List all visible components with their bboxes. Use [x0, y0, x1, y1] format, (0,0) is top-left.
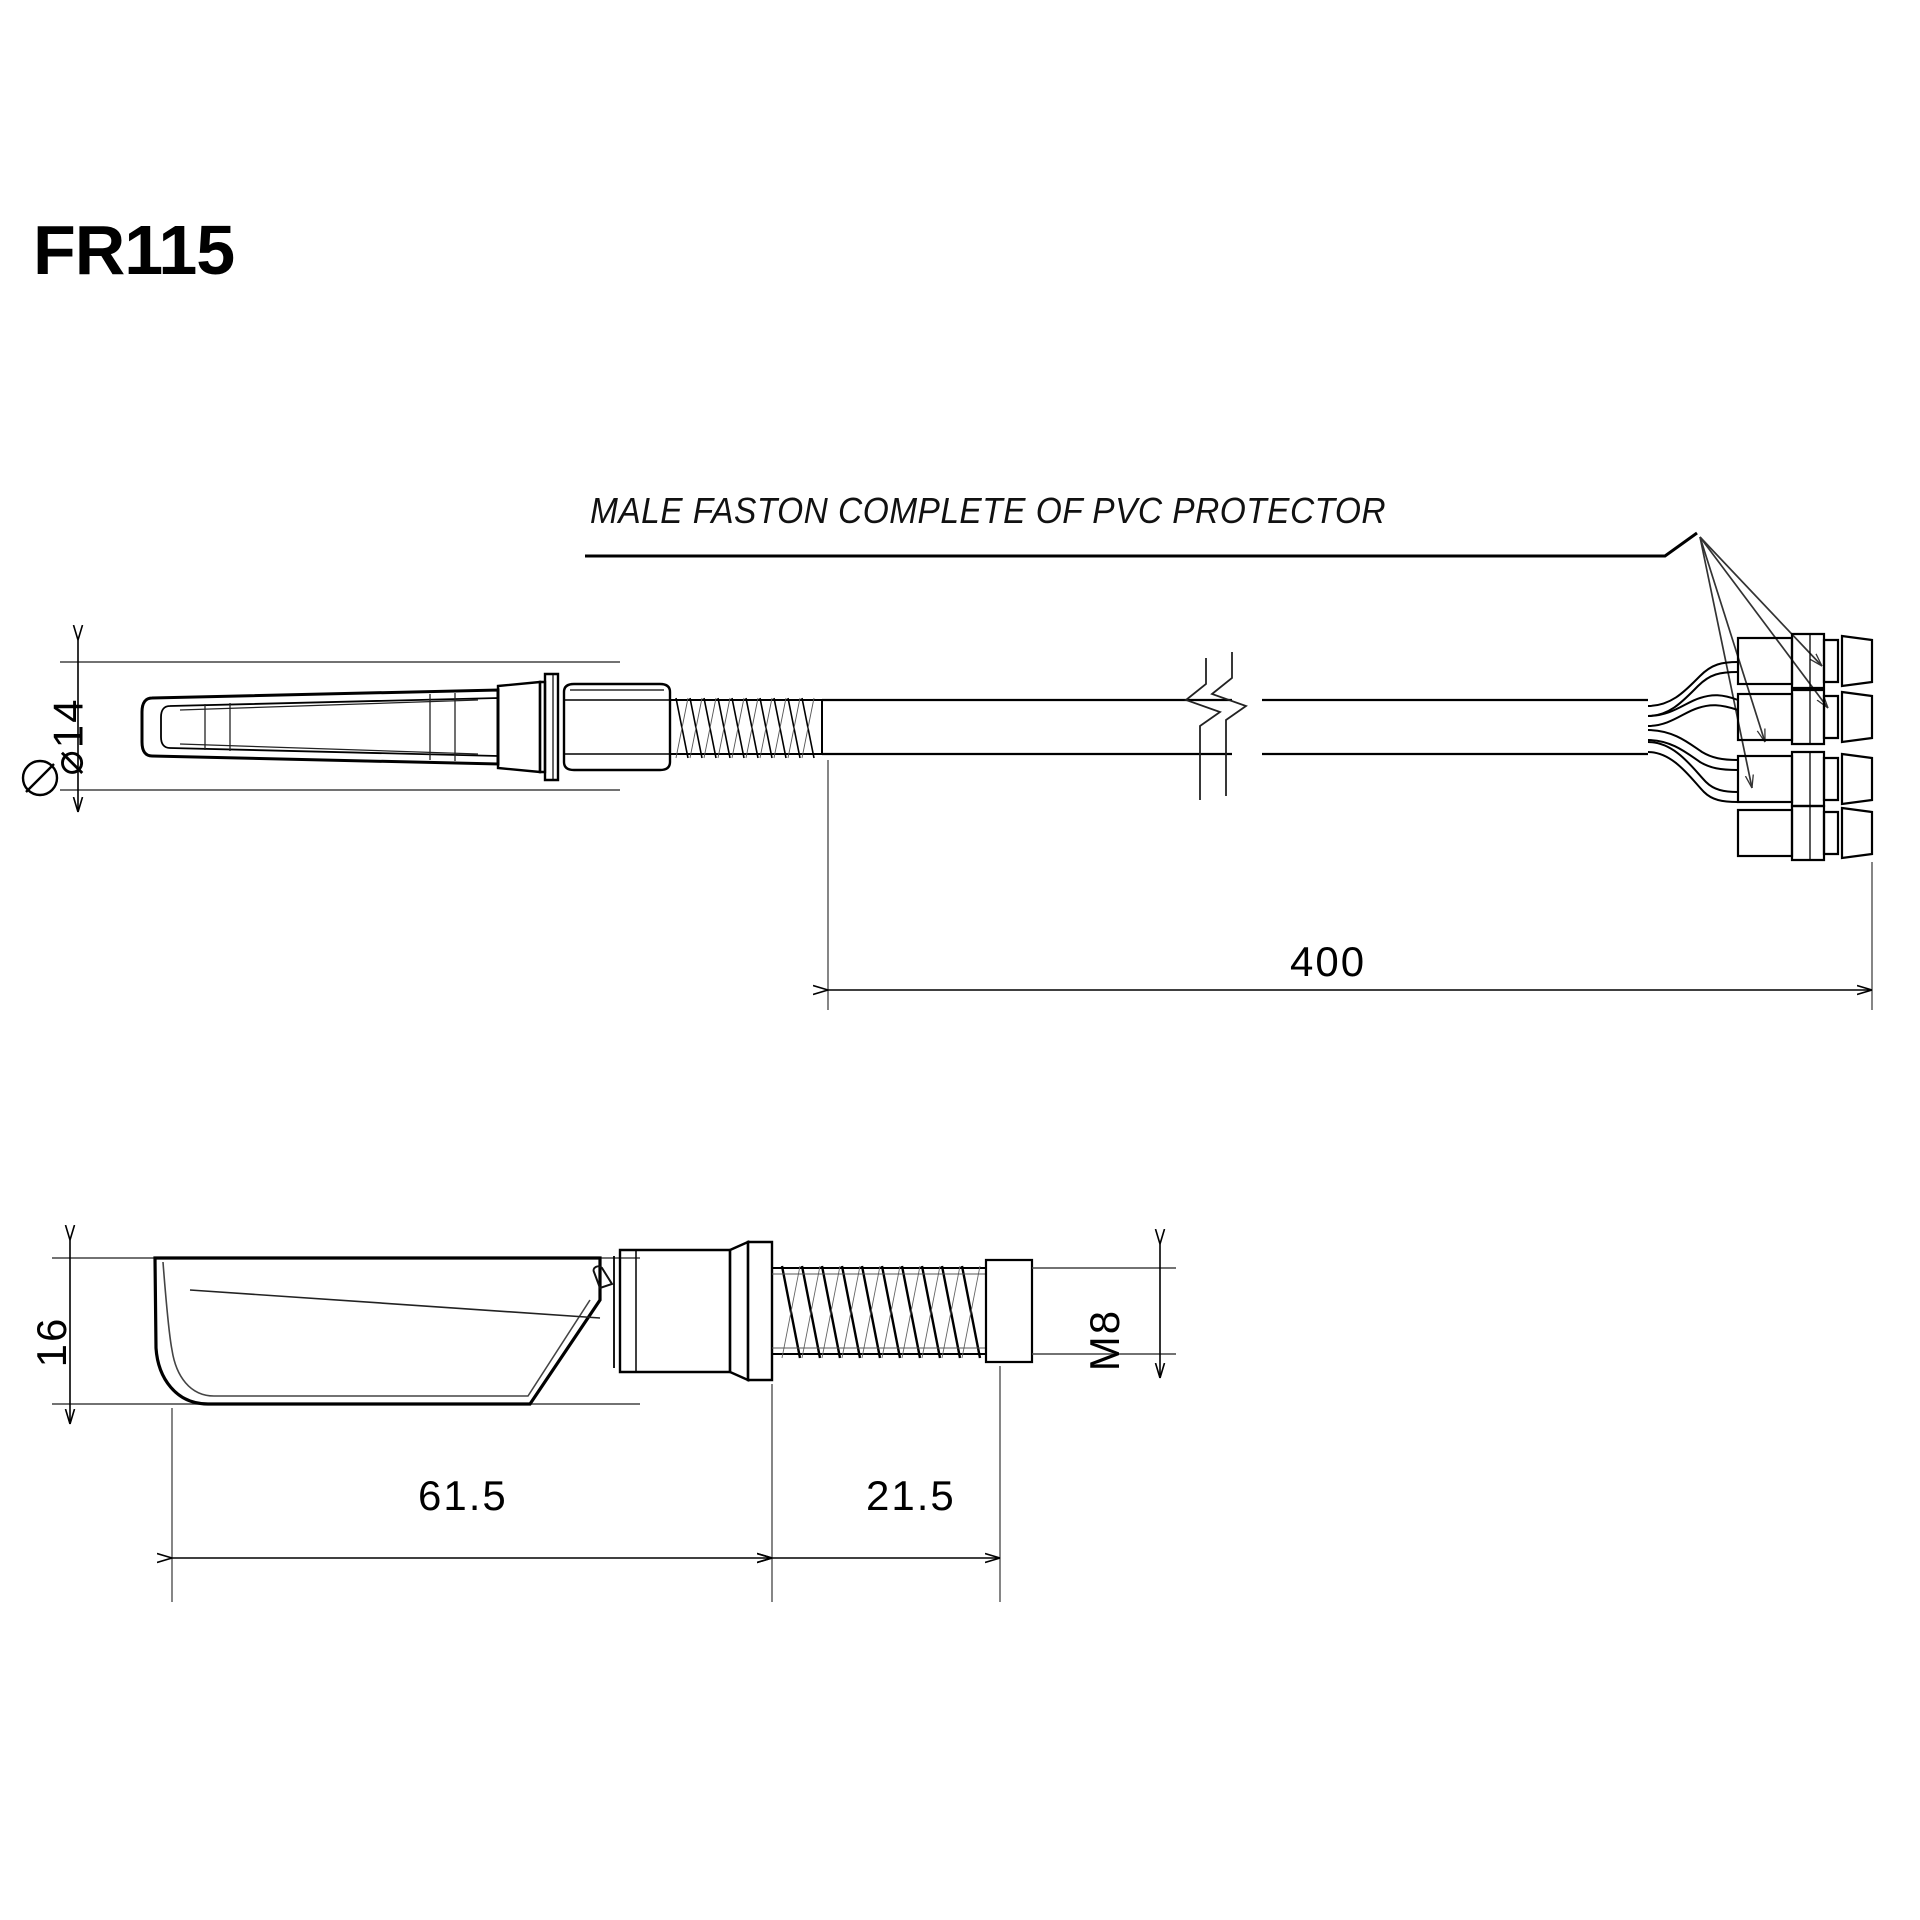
dimension-label-16: 16	[28, 1316, 75, 1368]
dimension-diameter-14	[60, 640, 620, 812]
dimension-M8	[1032, 1244, 1176, 1378]
callout-note-label: MALE FASTON COMPLETE OF PVC PROTECTOR	[590, 490, 1387, 531]
note-underline	[585, 531, 1698, 558]
faston-connector-1	[1736, 632, 1874, 690]
washer	[543, 672, 560, 782]
side-view	[52, 1240, 1176, 1602]
lens-inner-lines	[179, 693, 479, 761]
diameter-symbol-slash	[25, 763, 55, 793]
dimension-label-61-5: 61.5	[418, 1472, 508, 1519]
lens-body-top	[140, 688, 500, 766]
threaded-stem-top	[670, 697, 823, 759]
dimension-label-400: 400	[1290, 938, 1367, 985]
dimension-61-5	[172, 1384, 773, 1602]
stem-end-cap	[984, 1258, 1034, 1364]
hex-nut	[562, 682, 672, 772]
dimension-label-m8: M8	[1081, 1308, 1128, 1372]
wire-split-fan	[1647, 661, 1739, 803]
page-title: FR115	[33, 211, 235, 289]
dimension-21-5	[772, 1366, 1001, 1602]
diameter-symbol-icon	[21, 759, 59, 797]
cable-top	[822, 698, 1648, 756]
housing-collar	[496, 672, 560, 782]
dimension-label-diameter-14: ⌀14	[44, 697, 92, 776]
housing-collar-side	[613, 1240, 774, 1382]
dimension-label-21-5: 21.5	[866, 1472, 956, 1519]
faston-connector-4	[1736, 804, 1874, 862]
callout-leader-lines	[1699, 536, 1829, 788]
faston-connector-3	[1736, 750, 1874, 808]
cable-break-symbol	[1184, 652, 1248, 800]
top-view	[21, 632, 1874, 1010]
lens-small-marking	[592, 1265, 614, 1290]
lens-body-side	[153, 1256, 602, 1406]
threaded-stem-side	[772, 1265, 987, 1359]
faston-connector-2	[1736, 688, 1874, 746]
dimension-400	[828, 760, 1873, 1010]
